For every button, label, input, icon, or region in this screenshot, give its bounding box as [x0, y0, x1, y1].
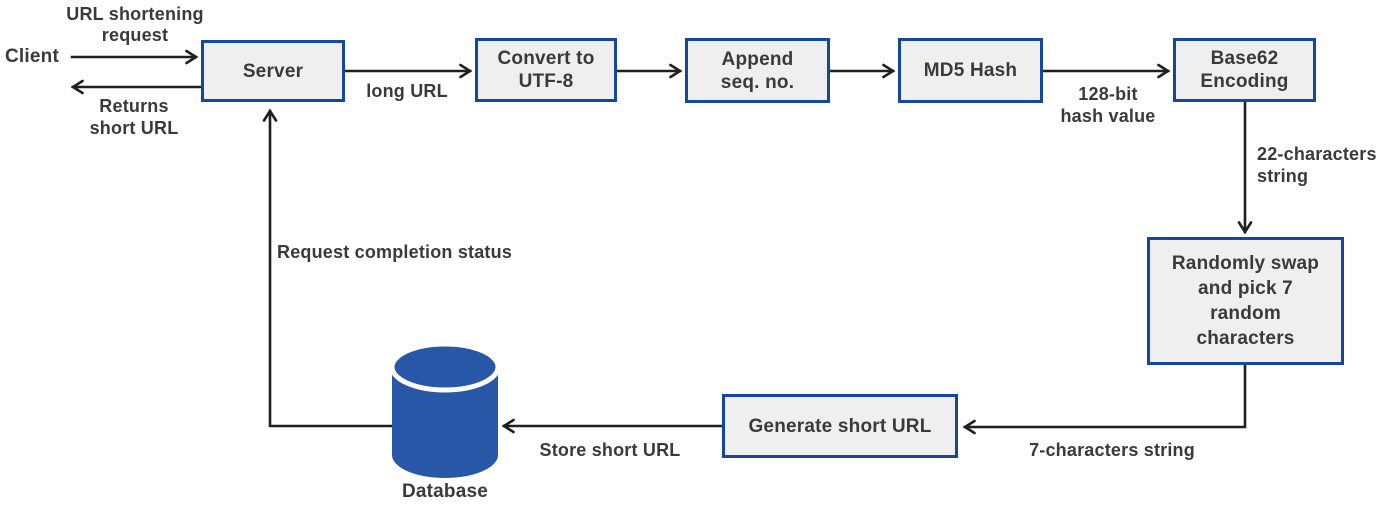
node-server: Server: [201, 40, 345, 102]
edge-swap-to-generate: [962, 363, 1247, 435]
edge-label-url-shortening-request: URL shortening request: [66, 4, 204, 45]
edge-label-22-characters-string: 22-characters string: [1257, 144, 1377, 186]
database-label: Database: [401, 481, 489, 502]
edge-label-request-completion-status: Request completion status: [277, 242, 513, 262]
node-md5-hash: MD5 Hash: [898, 38, 1043, 103]
edge-database-to-server: [262, 108, 394, 428]
client-label: Client: [5, 46, 59, 67]
node-append-seq-no: Append seq. no.: [685, 38, 830, 103]
node-randomly-swap: Randomly swap and pick 7 random characte…: [1147, 237, 1344, 365]
node-generate-short-url: Generate short URL: [722, 394, 958, 458]
node-convert-utf8: Convert to UTF-8: [475, 38, 617, 102]
edge-label-store-short-url: Store short URL: [539, 440, 681, 460]
database-icon: [389, 341, 501, 478]
edge-label-returns-short-url: Returns short URL: [89, 96, 179, 138]
edge-label-long-url: long URL: [366, 81, 448, 101]
node-base62-encoding: Base62 Encoding: [1173, 38, 1316, 102]
edge-label-128-bit-hash-value: 128-bit hash value: [1060, 84, 1156, 126]
edge-label-7-characters-string: 7-characters string: [1029, 440, 1195, 460]
